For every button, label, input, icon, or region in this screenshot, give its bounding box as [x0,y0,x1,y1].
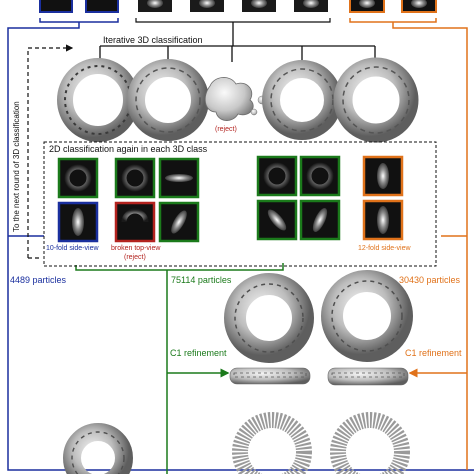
refined-map-green-top [224,273,314,363]
top-thumb-signal [147,0,163,8]
map-3d-class-2 [127,59,209,141]
next-round-label: To the next round of 3D classification [12,101,21,232]
map-3d-class-1 [57,58,139,142]
class2d-thumbnails-group-1 [57,157,200,243]
top-thumb-signal [359,0,375,8]
map-3d-class-4 [262,60,342,140]
reject-label-3d: (reject) [215,126,237,133]
class2d-thumb [256,199,298,241]
iterative-3d-classification-label: Iterative 3D classification [103,35,203,45]
top-thumb-signal [251,0,267,8]
ten-fold-side-label: 10-fold side-view [46,245,99,252]
class2d-thumbnails-group-2 [256,155,341,241]
blue-selection-bracket [39,18,119,23]
top-thumb-signal [303,0,319,8]
top-thumb-signal [411,0,427,8]
classification-2d-box [43,141,437,267]
twelve-fold-side-label: 12-fold side-view [358,245,411,252]
refined-map-green-side [229,367,311,385]
top-thumbnail-row [39,0,437,13]
particles-green-label: 75114 particles [171,275,232,285]
broken-top-label: broken top-view [111,245,161,252]
particles-blue-label: 4489 particles [10,275,67,285]
particles-orange-label: 30430 particles [399,275,461,285]
classification-tree [99,22,376,62]
map-3d-class-3-rejected [204,77,267,121]
black-selection-bracket [135,18,331,23]
reject-label-2d: (reject) [124,254,146,261]
top-thumb-blue-2 [85,0,119,13]
blue-flow-line [7,22,474,471]
class2d-thumbnails-group-3 [362,155,404,241]
next-round-dashed-arrow [27,48,72,259]
model-orange-partial [330,412,410,474]
orange-selection-bracket [349,18,437,23]
refined-map-orange-top [321,270,413,362]
c1-refinement-orange-label: C1 refinement [405,348,462,358]
refined-map-orange-side [327,367,409,386]
top-thumb-blue-1 [39,0,73,13]
refined-map-blue-partial [63,423,133,474]
top-thumb-signal [199,0,215,8]
model-green-partial [232,412,312,474]
c1-refinement-green-label: C1 refinement [170,348,227,358]
map-3d-class-5 [333,57,419,143]
green-merge-bracket [75,263,284,271]
classification-2d-label: 2D classification again in each 3D class [49,144,208,154]
orange-flow-line [392,22,468,470]
